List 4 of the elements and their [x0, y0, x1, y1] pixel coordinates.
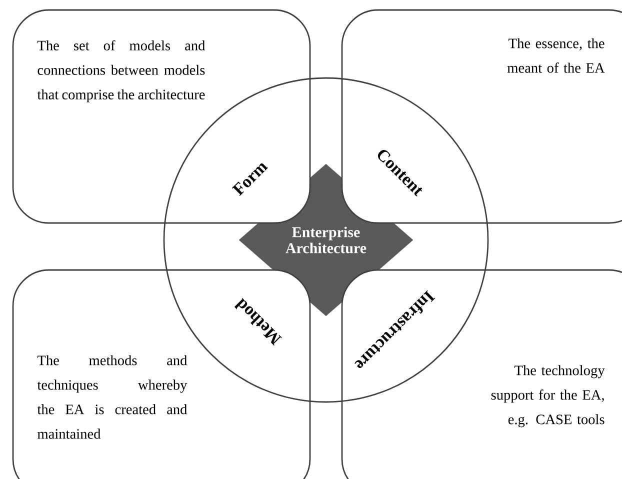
- description: The set of models and connections between models that comprise the architecture: [37, 40, 206, 102]
- description: The technology support for the EA, e.g. CASE tools: [491, 365, 605, 428]
- description: The methods and techniques whereby the EA is created and maintained: [37, 355, 188, 439]
- description: The essence, the meant of the EA: [507, 38, 605, 73]
